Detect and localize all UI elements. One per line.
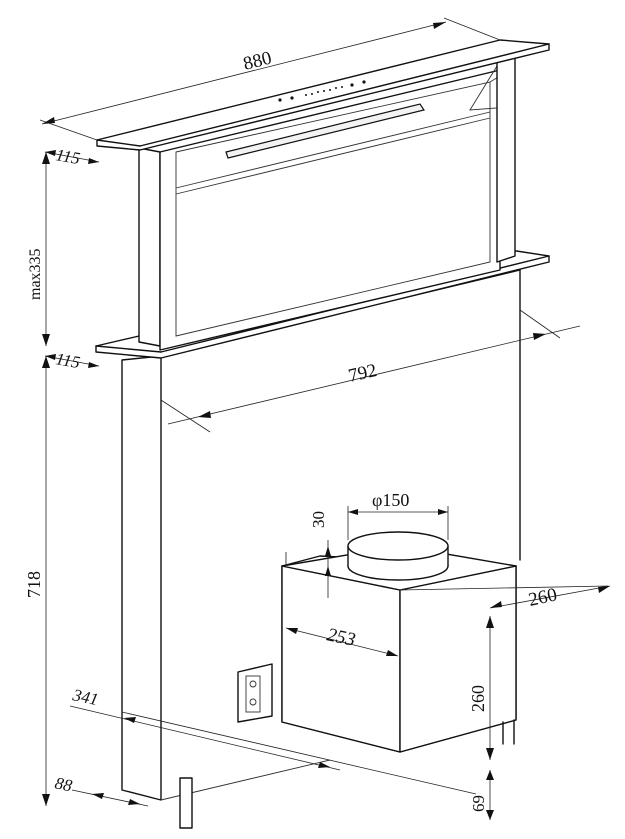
label-718: 718 <box>24 571 44 598</box>
popup-glass-top <box>175 111 491 189</box>
label-260-depth: 260 <box>527 584 559 610</box>
label-341: 341 <box>70 685 100 709</box>
light-bar <box>225 103 425 159</box>
dim-253-line <box>285 627 399 657</box>
label-260-height: 260 <box>468 685 488 712</box>
body-side-face <box>121 355 162 801</box>
dim-260-depth-line <box>489 585 611 609</box>
duct-collar-top <box>347 531 449 561</box>
dimension-lines <box>39 17 611 820</box>
power-socket <box>237 663 273 723</box>
dim-792-line <box>167 325 581 425</box>
top-plate-edge <box>139 43 550 147</box>
socket-plate <box>237 663 273 723</box>
popup-inner-frame <box>175 81 491 337</box>
dim-341-line <box>69 705 341 771</box>
dim-260-depth-ext <box>399 585 609 591</box>
label-30: 30 <box>309 511 328 528</box>
dim-880-line <box>41 21 447 125</box>
label-115-bottom: 115 <box>54 349 81 372</box>
label-792: 792 <box>346 360 378 387</box>
label-115-top: 115 <box>54 145 81 168</box>
label-88: 88 <box>53 773 74 795</box>
socket-inner <box>245 675 261 713</box>
label-phi150: φ150 <box>372 490 409 510</box>
popup-unit <box>96 39 550 351</box>
front-foot-body <box>179 777 193 829</box>
top-plate-front <box>96 139 141 147</box>
motor-unit <box>281 531 517 753</box>
label-69: 69 <box>469 795 488 812</box>
touch-control-icons <box>278 80 366 102</box>
popup-glass-top-2 <box>175 117 491 195</box>
front-foot <box>179 777 193 829</box>
motor-box-front <box>281 565 401 753</box>
popup-right-column <box>496 57 516 263</box>
label-880: 880 <box>241 48 274 75</box>
popup-left-column <box>138 147 161 347</box>
label-max335: max335 <box>27 248 44 300</box>
lower-plate-front <box>95 345 162 353</box>
motor-box-side <box>399 565 517 753</box>
